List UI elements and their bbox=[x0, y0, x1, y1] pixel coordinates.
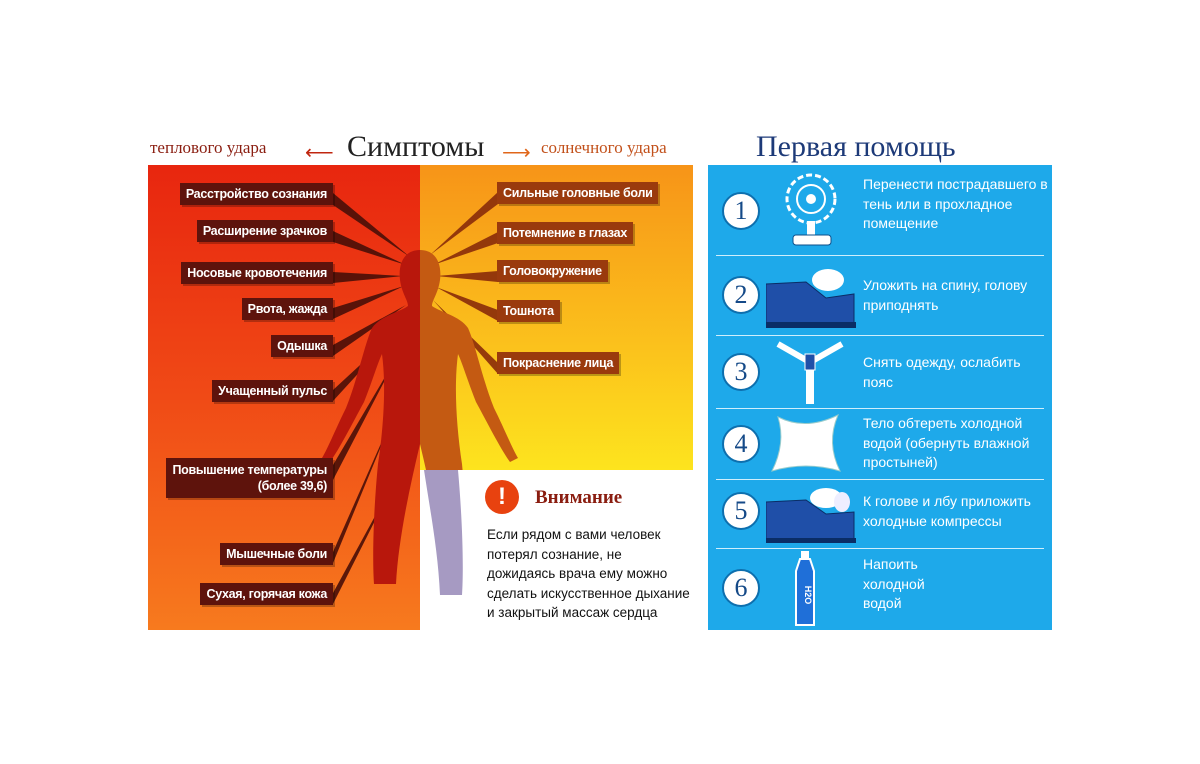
fan-icon bbox=[785, 173, 837, 246]
step-number: 5 bbox=[722, 492, 760, 530]
arrow-right-icon: ⟶ bbox=[502, 142, 531, 164]
first-aid-step: 6 H2O Напоить холодной водой bbox=[708, 549, 1052, 630]
warning-icon: ! bbox=[485, 480, 519, 514]
first-aid-step: 3 Снять одежду, ослабить пояс bbox=[708, 336, 1052, 408]
symptoms-title: Симптомы bbox=[347, 130, 485, 163]
sun-stroke-label: солнечного удара bbox=[541, 138, 667, 157]
lying-person-icon bbox=[766, 269, 856, 328]
step-number: 1 bbox=[722, 192, 760, 230]
step-number: 6 bbox=[722, 569, 760, 607]
step-text: Перенести пострадавшего в тень или в про… bbox=[863, 176, 1048, 231]
zipper-icon bbox=[776, 341, 844, 404]
heat-symptom: Сухая, горячая кожа bbox=[200, 583, 333, 605]
sun-symptom: Потемнение в глазах bbox=[497, 222, 633, 244]
heat-stroke-label: теплового удара bbox=[150, 138, 267, 157]
sun-symptom: Сильные головные боли bbox=[497, 182, 659, 204]
step-text: Напоить холодной водой bbox=[863, 556, 925, 611]
first-aid-step: 5 К голове и лбу приложить холодные комп… bbox=[708, 480, 1052, 548]
first-aid-panel: 1 Перенести пострадавшего в тень или в п… bbox=[708, 165, 1052, 630]
step-text: Уложить на спину, голову приподнять bbox=[863, 277, 1028, 313]
heat-symptom: Расширение зрачков bbox=[196, 220, 333, 242]
warning-area bbox=[420, 470, 693, 630]
sun-symptom: Тошнота bbox=[497, 300, 560, 322]
bottle-label: H2O bbox=[803, 586, 813, 605]
step-text: Снять одежду, ослабить пояс bbox=[863, 354, 1021, 390]
heat-symptom: Учащенный пульс bbox=[212, 380, 333, 402]
heat-symptom: Одышка bbox=[271, 335, 333, 357]
step-number: 4 bbox=[722, 425, 760, 463]
compress-person-icon bbox=[766, 488, 856, 543]
heat-symptom: Мышечные боли bbox=[220, 543, 333, 565]
step-number: 2 bbox=[722, 276, 760, 314]
first-aid-step: 1 Перенести пострадавшего в тень или в п… bbox=[708, 165, 1052, 255]
step-text: Тело обтереть холодной водой (обернуть в… bbox=[863, 415, 1030, 470]
step-number: 3 bbox=[722, 353, 760, 391]
step-text: К голове и лбу приложить холодные компре… bbox=[863, 493, 1031, 529]
water-bottle-icon: H2O bbox=[795, 551, 815, 626]
heat-symptom: Повышение температуры (более 39,6) bbox=[166, 458, 333, 498]
first-aid-title: Первая помощь bbox=[756, 130, 956, 163]
sun-symptom: Покраснение лица bbox=[497, 352, 620, 374]
warning-text: Если рядом с вами человек потерял сознан… bbox=[487, 527, 690, 620]
first-aid-step: 2 Уложить на спину, голову приподнять bbox=[708, 256, 1052, 335]
first-aid-step: 4 Тело обтереть холодной водой (обернуть… bbox=[708, 409, 1052, 479]
sun-symptom: Головокружение bbox=[497, 260, 608, 282]
heat-symptom: Носовые кровотечения bbox=[181, 262, 333, 284]
heat-symptom: Рвота, жажда bbox=[241, 298, 333, 320]
arrow-left-icon: ⟵ bbox=[305, 142, 334, 164]
heat-symptom: Расстройство сознания bbox=[179, 183, 333, 205]
body-leg-lower bbox=[424, 470, 463, 595]
warning-title: Внимание bbox=[535, 487, 623, 508]
body-diagram bbox=[322, 192, 518, 604]
sheet-icon bbox=[771, 413, 841, 472]
